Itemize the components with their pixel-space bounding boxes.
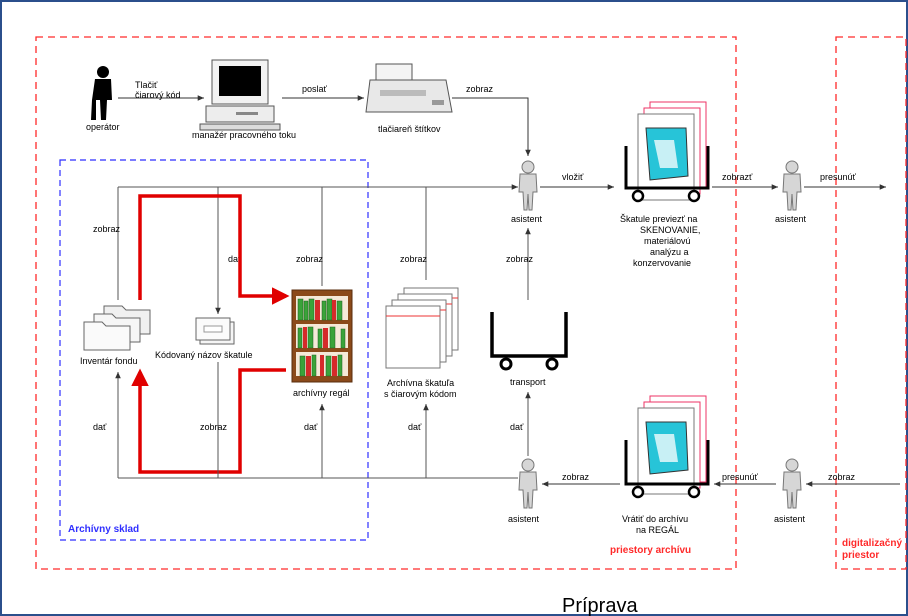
edge-give-coded-label: dať [228, 254, 242, 264]
archive-box-label-2: s čiarovým kódom [384, 389, 457, 399]
archive-shelf-label: archívny regál [293, 388, 350, 398]
edge-show-coded-bottom-label: zobraz [200, 422, 228, 432]
assistant-bottom-right-label: asistent [774, 514, 806, 524]
edge-give-shelf-label: dať [304, 422, 318, 432]
edge-printer-to-assistant [452, 97, 531, 156]
coded-box-icon [195, 317, 235, 345]
edge-show-printer-label: zobraz [466, 84, 494, 94]
assistant-top-figure [518, 160, 538, 211]
bookshelf-icon [291, 289, 353, 383]
digitization-label-line2: priestor [842, 550, 879, 561]
edge-send-label: poslať [302, 84, 328, 94]
edge-move-right-label: presunúť [820, 172, 857, 182]
edge-show-cart-label: zobrazť [722, 172, 753, 182]
archive-premises-label: priestory archívu [610, 545, 691, 556]
archive-premises-zone [35, 36, 737, 570]
archive-box-label-1: Archívna škatuľa [387, 378, 454, 388]
computer-icon [199, 59, 281, 131]
edge-print-label-2: čiarový kód [135, 90, 181, 100]
edge-insert-label: vložiť [562, 172, 584, 182]
inventory-label: Inventár fondu [80, 356, 138, 366]
slide-title: Príprava [562, 595, 638, 616]
cart-top-icon [624, 101, 710, 203]
assistant-bottom-right-figure [782, 458, 802, 509]
transport-label: transport [510, 377, 546, 387]
archive-store-zone [59, 159, 369, 541]
archive-box-stack-icon [385, 287, 459, 369]
digitization-zone [835, 36, 907, 570]
assistant-bottom-figure [518, 458, 538, 509]
printer-icon [365, 63, 453, 113]
cart-bottom-icon [624, 395, 710, 499]
operator-label: operátor [86, 122, 120, 132]
cart-bottom-label-1: Vrátiť do archívu [622, 514, 688, 524]
edge-show-shelf-label: zobraz [296, 254, 324, 264]
cart-top-label-5: konzervovanie [633, 258, 691, 268]
assistant-bottom-label: asistent [508, 514, 540, 524]
workflow-manager-label: manažér pracovného toku [192, 130, 296, 140]
cart-top-label-2: SKENOVANIE, [640, 225, 700, 235]
cart-top-label-1: Škatule previezť na [620, 214, 697, 224]
cart-top-label-4: analýzu a [650, 247, 689, 257]
edge-show-box-label: zobraz [400, 254, 428, 264]
edge-give-box-label: dať [408, 422, 422, 432]
cart-bottom-label-2: na REGÁL [636, 525, 679, 535]
assistant-top-right-figure [782, 160, 802, 211]
cart-top-label-3: materiálovú [644, 236, 691, 246]
inventory-folder-icon [83, 305, 151, 351]
label-printer-label: tlačiareň štítkov [378, 124, 441, 134]
assistant-top-label: asistent [511, 214, 543, 224]
red-arrow-inventory-to-shelf [138, 194, 290, 305]
edge-print-label-1: Tlačiť [135, 80, 158, 90]
edge-give-inventory-label: dať [93, 422, 107, 432]
transport-cart-icon [490, 312, 568, 371]
operator-figure [91, 66, 112, 120]
edge-show-transport-label: zobraz [506, 254, 534, 264]
digitization-label-line1: digitalizačný [842, 538, 902, 549]
archive-store-label: Archívny sklad [68, 524, 139, 535]
edge-show-inventory-label: zobraz [93, 224, 121, 234]
edge-move-back-label: presunúť [722, 472, 759, 482]
assistant-top-right-label: asistent [775, 214, 807, 224]
edge-give-transport-label: dať [510, 422, 524, 432]
edge-show-incoming-label: zobraz [828, 472, 856, 482]
coded-box-label: Kódovaný názov škatule [155, 350, 253, 360]
red-arrow-shelf-to-inventory [131, 368, 286, 474]
edge-show-return-label: zobraz [562, 472, 590, 482]
